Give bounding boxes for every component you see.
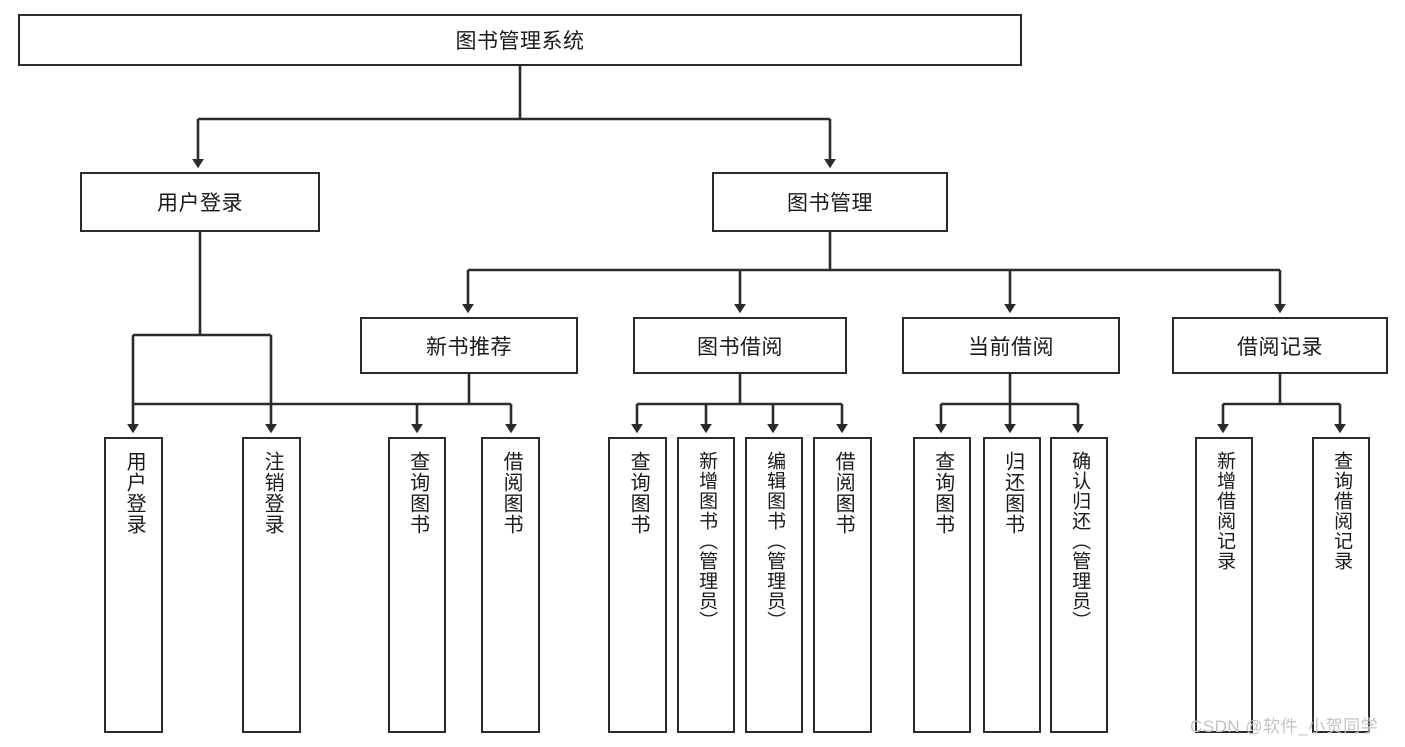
leaf-current-confirm-return-admin[interactable]: 确认归还（管理员）: [1050, 437, 1108, 733]
node-label: 查询借阅记录: [1331, 451, 1353, 571]
node-borrow-record[interactable]: 借阅记录: [1172, 317, 1388, 374]
leaf-record-query-borrow-record[interactable]: 查询借阅记录: [1312, 437, 1370, 733]
node-label: 新增图书（管理员）: [696, 451, 718, 631]
node-label: 查询图书: [627, 451, 650, 535]
leaf-borrow-edit-book-admin[interactable]: 编辑图书（管理员）: [745, 437, 803, 733]
node-label: 用户登录: [157, 192, 243, 215]
node-label: 用户登录: [123, 451, 146, 535]
node-label: 新增借阅记录: [1214, 451, 1236, 571]
csdn-watermark: CSDN @软件_小贺同学: [1190, 717, 1379, 736]
node-label: 图书借阅: [697, 335, 783, 359]
leaf-user-logout[interactable]: 注销登录: [242, 437, 301, 733]
node-label: 确认归还（管理员）: [1069, 451, 1091, 631]
node-label: 归还图书: [1001, 451, 1024, 535]
node-current-borrow[interactable]: 当前借阅: [902, 317, 1120, 374]
node-label: 编辑图书（管理员）: [764, 451, 786, 631]
node-label: 借阅图书: [500, 451, 523, 535]
node-label: 注销登录: [261, 451, 284, 535]
leaf-borrow-query-book[interactable]: 查询图书: [608, 437, 667, 733]
node-label: 查询图书: [931, 451, 954, 535]
node-book-management[interactable]: 图书管理: [712, 172, 948, 232]
node-label: 新书推荐: [426, 335, 512, 359]
leaf-user-login[interactable]: 用户登录: [104, 437, 163, 733]
node-label: 图书管理系统: [455, 30, 585, 53]
node-user-login[interactable]: 用户登录: [80, 172, 320, 232]
node-label: 图书管理: [787, 192, 873, 215]
leaf-current-return-book[interactable]: 归还图书: [983, 437, 1041, 733]
leaf-record-add-borrow-record[interactable]: 新增借阅记录: [1195, 437, 1253, 733]
leaf-recommend-borrow-book[interactable]: 借阅图书: [481, 437, 540, 733]
node-new-book-recommend[interactable]: 新书推荐: [360, 317, 578, 374]
leaf-current-query-book[interactable]: 查询图书: [913, 437, 971, 733]
leaf-borrow-add-book-admin[interactable]: 新增图书（管理员）: [677, 437, 735, 733]
leaf-recommend-query-book[interactable]: 查询图书: [388, 437, 446, 733]
leaf-borrow-borrow-book[interactable]: 借阅图书: [813, 437, 872, 733]
node-book-borrow[interactable]: 图书借阅: [633, 317, 847, 374]
node-label: 查询图书: [406, 451, 429, 535]
node-label: 借阅记录: [1237, 335, 1323, 359]
node-label: 借阅图书: [832, 451, 855, 535]
node-label: 当前借阅: [968, 335, 1054, 359]
node-root-system[interactable]: 图书管理系统: [18, 14, 1022, 66]
